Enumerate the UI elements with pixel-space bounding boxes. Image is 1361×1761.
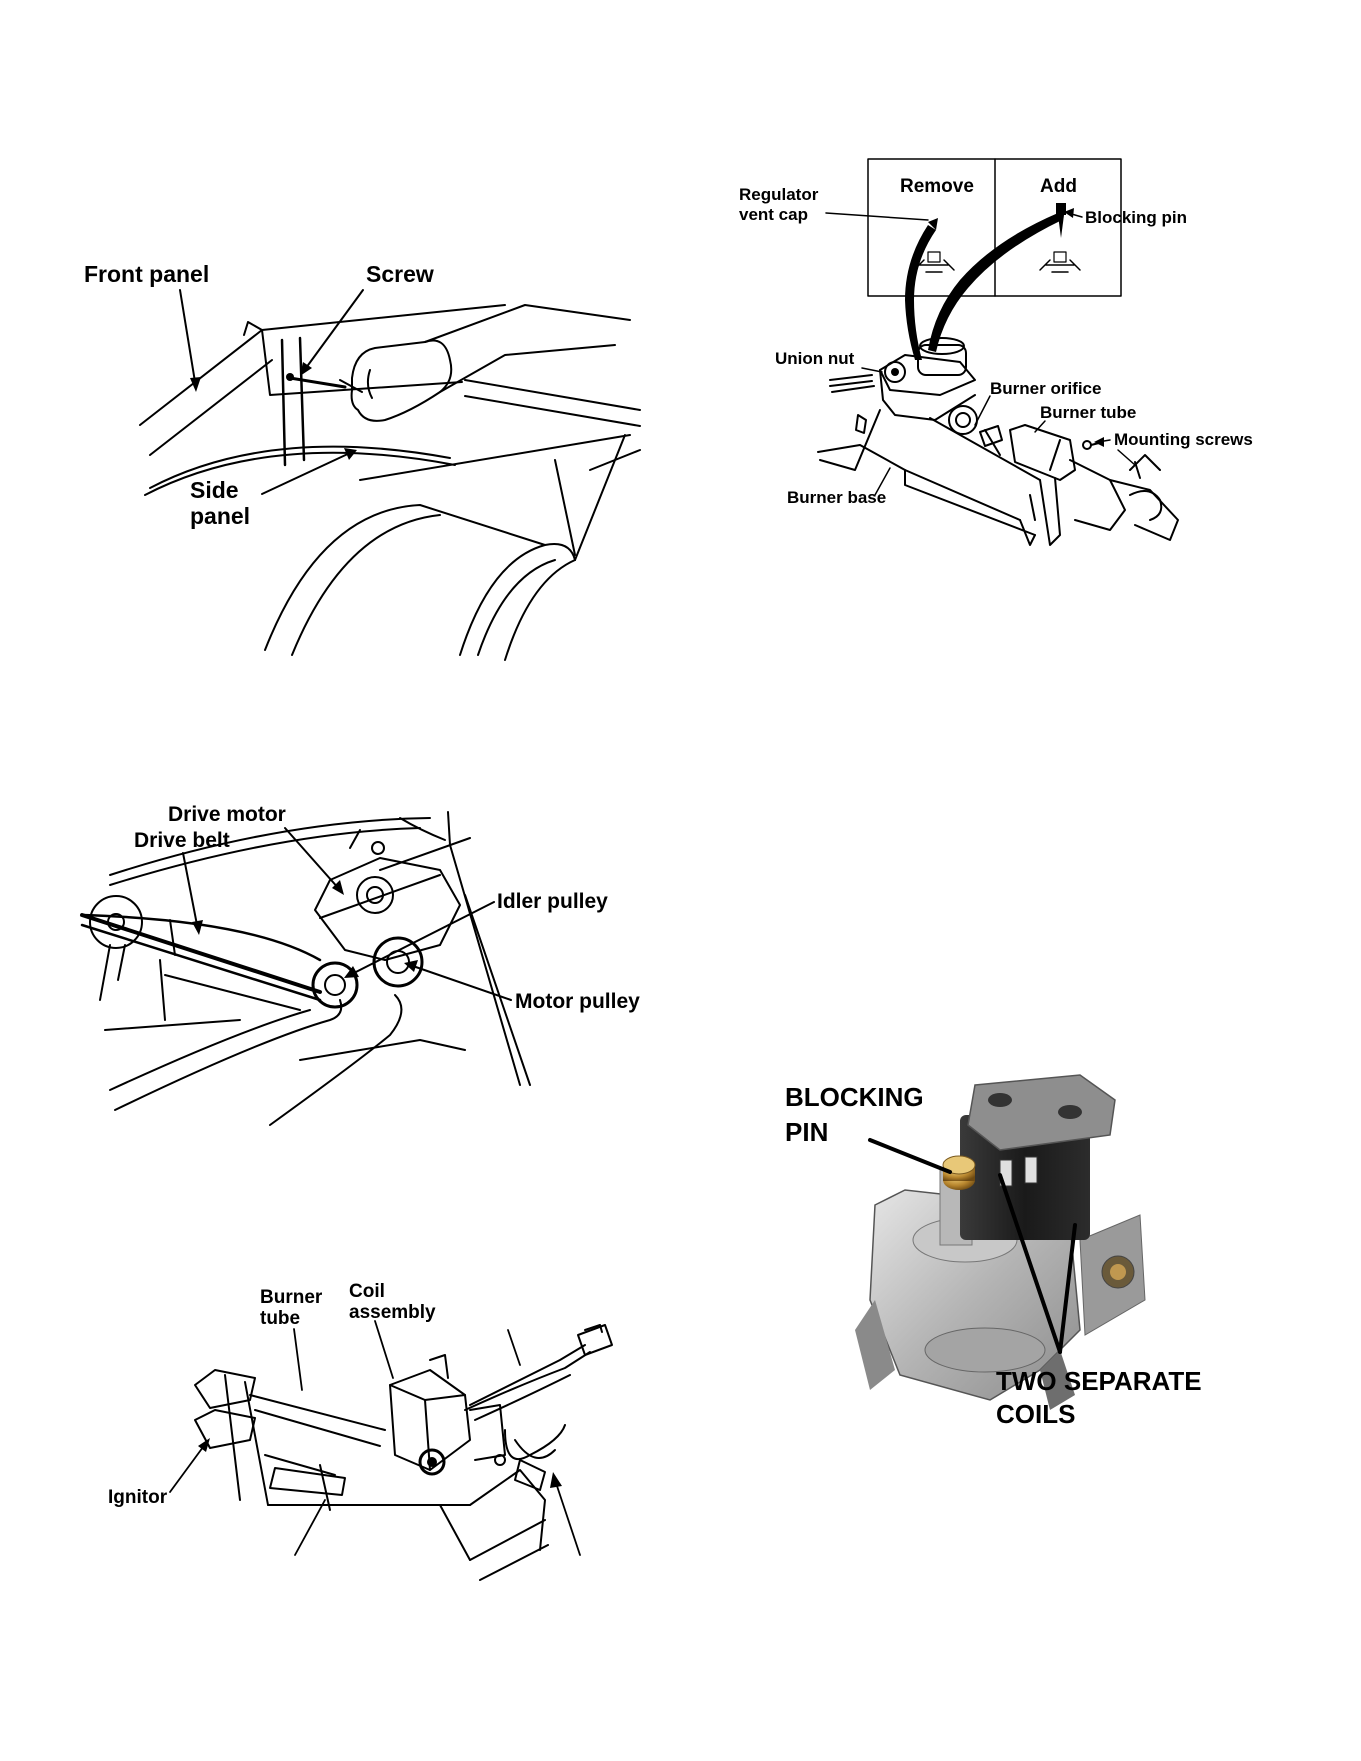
figure-drive-belt: Drive motor Drive belt Idler pulley Moto… (82, 803, 640, 1125)
leader-lines (170, 1321, 580, 1555)
label-burner-base: Burner base (787, 488, 886, 507)
label-blocking-pin-photo-line1: BLOCKING (785, 1082, 924, 1112)
label-idler-pulley: Idler pulley (497, 890, 608, 913)
label-burner-tube: Burner tube (1040, 403, 1136, 422)
label-side-panel-line1: Side (190, 477, 239, 503)
black-routing-ribbons (905, 213, 1062, 360)
drive-motor-drawing (82, 812, 530, 1125)
label-remove: Remove (900, 176, 974, 197)
leader-arrows (183, 828, 511, 1000)
figure-gas-valve-photo: BLOCKING PIN TWO SEPARATE COILS (785, 1075, 1202, 1429)
label-union-nut: Union nut (775, 349, 855, 368)
label-burner-orifice: Burner orifice (990, 379, 1101, 398)
label-ignitor: Ignitor (108, 1487, 168, 1508)
label-add: Add (1040, 176, 1077, 197)
remove-add-inset-drawings (914, 203, 1080, 272)
label-two-separate-coils-line2: COILS (996, 1399, 1075, 1429)
burner-assembly-drawing (195, 1325, 612, 1580)
label-motor-pulley: Motor pulley (515, 990, 640, 1013)
label-blocking-pin-photo-line2: PIN (785, 1117, 828, 1147)
label-front-panel: Front panel (84, 261, 209, 287)
label-coil-assembly-line1: Coil (349, 1281, 385, 1302)
label-side-panel-line2: panel (190, 503, 250, 529)
figure-front-panel-removal: Front panel Screw Side panel (84, 261, 640, 660)
label-blocking-pin: Blocking pin (1085, 208, 1187, 227)
figure-burner-coil-assembly: Burner tube Coil assembly Ignitor (108, 1281, 612, 1580)
gas-valve-photo-rendering (855, 1075, 1145, 1410)
label-regulator-vent-cap-line2: vent cap (739, 205, 808, 224)
label-burner-tube-line2: tube (260, 1308, 300, 1329)
label-drive-belt: Drive belt (134, 829, 230, 852)
figure-valve-conversion: Remove Add (739, 159, 1253, 545)
label-drive-motor: Drive motor (168, 803, 286, 826)
label-screw: Screw (366, 261, 434, 287)
label-two-separate-coils-line1: TWO SEPARATE (996, 1366, 1202, 1396)
label-mounting-screws: Mounting screws (1114, 430, 1253, 449)
label-coil-assembly-line2: assembly (349, 1302, 436, 1323)
label-regulator-vent-cap-line1: Regulator (739, 185, 819, 204)
label-burner-tube-line1: Burner (260, 1287, 323, 1308)
